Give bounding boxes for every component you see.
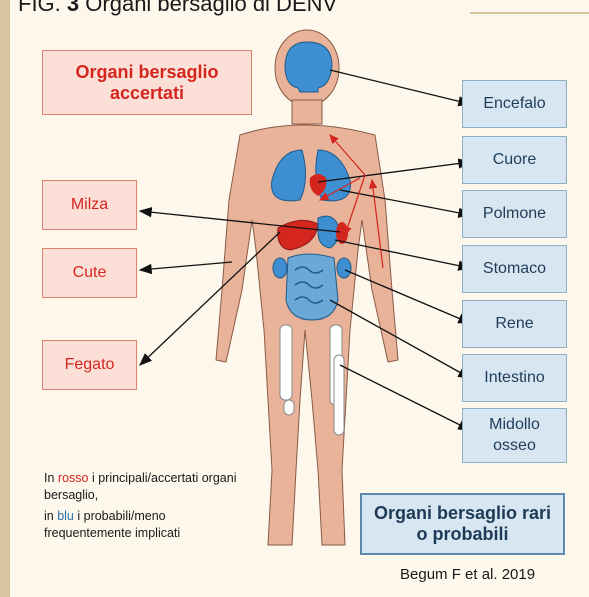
organ-box-encefalo: Encefalo bbox=[462, 80, 567, 128]
confirmed-targets-box: Organi bersaglio accertati bbox=[42, 50, 252, 115]
legend-line-red: In rosso i principali/accertati organi b… bbox=[44, 470, 254, 504]
organ-box-cute: Cute bbox=[42, 248, 137, 298]
legend: In rosso i principali/accertati organi b… bbox=[44, 470, 254, 546]
organ-box-cuore: Cuore bbox=[462, 136, 567, 184]
organ-box-milza: Milza bbox=[42, 180, 137, 230]
rare-targets-box: Organi bersaglio rari o probabili bbox=[360, 493, 565, 555]
kidney-left bbox=[273, 258, 287, 278]
organ-box-midollo-osseo: Midollo osseo bbox=[462, 408, 567, 463]
organ-box-polmone: Polmone bbox=[462, 190, 567, 238]
organ-box-rene: Rene bbox=[462, 300, 567, 348]
legend-line-blue: in blu i probabili/meno frequentemente i… bbox=[44, 508, 254, 542]
organ-box-stomaco: Stomaco bbox=[462, 245, 567, 293]
citation: Begum F et al. 2019 bbox=[400, 566, 535, 583]
kidney-right bbox=[337, 258, 351, 278]
organ-box-intestino: Intestino bbox=[462, 354, 567, 402]
organ-box-fegato: Fegato bbox=[42, 340, 137, 390]
brain bbox=[285, 42, 332, 92]
